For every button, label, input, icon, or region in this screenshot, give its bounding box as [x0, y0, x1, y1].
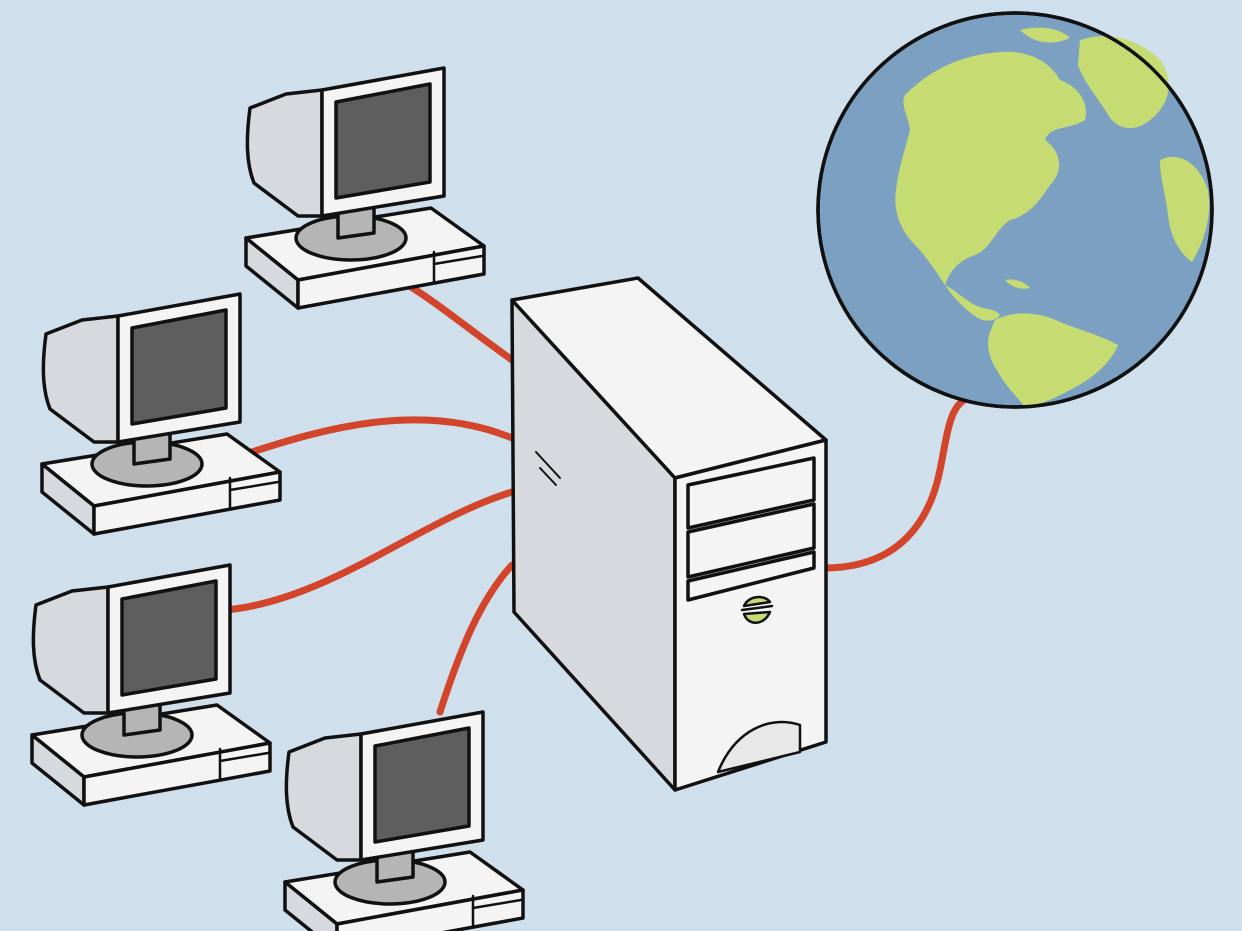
- cable-workstation-3-to-server: [222, 488, 516, 614]
- globe-land-greenland: [1078, 36, 1169, 129]
- server-icon: [510, 276, 828, 792]
- server-base-vent: [716, 720, 802, 774]
- server-side-highlight-1: [535, 451, 561, 479]
- globe-land-caribbean: [1005, 279, 1030, 289]
- server-drive-bay-2: [686, 502, 816, 579]
- globe-icon: [816, 11, 1214, 409]
- cable-workstation-4-to-server: [436, 561, 516, 716]
- cable-workstation-2-to-server: [248, 416, 516, 456]
- globe-land-north-america: [895, 51, 1086, 285]
- server-power-logo: [740, 595, 774, 624]
- cables: [222, 281, 972, 716]
- globe-land-arctic-islands: [1020, 27, 1070, 43]
- globe-outline: [816, 11, 1214, 409]
- server-drive-bay-1: [686, 456, 816, 530]
- server-side-highlight-2: [539, 467, 557, 486]
- globe-land-south-america: [987, 313, 1118, 407]
- cable-workstation-1-to-server: [404, 281, 516, 364]
- cable-server-to-internet: [820, 394, 972, 572]
- server-drive-bay-3: [686, 550, 816, 602]
- globe-land-central-america: [945, 285, 1000, 321]
- globe-land-europe-edge: [1160, 156, 1210, 262]
